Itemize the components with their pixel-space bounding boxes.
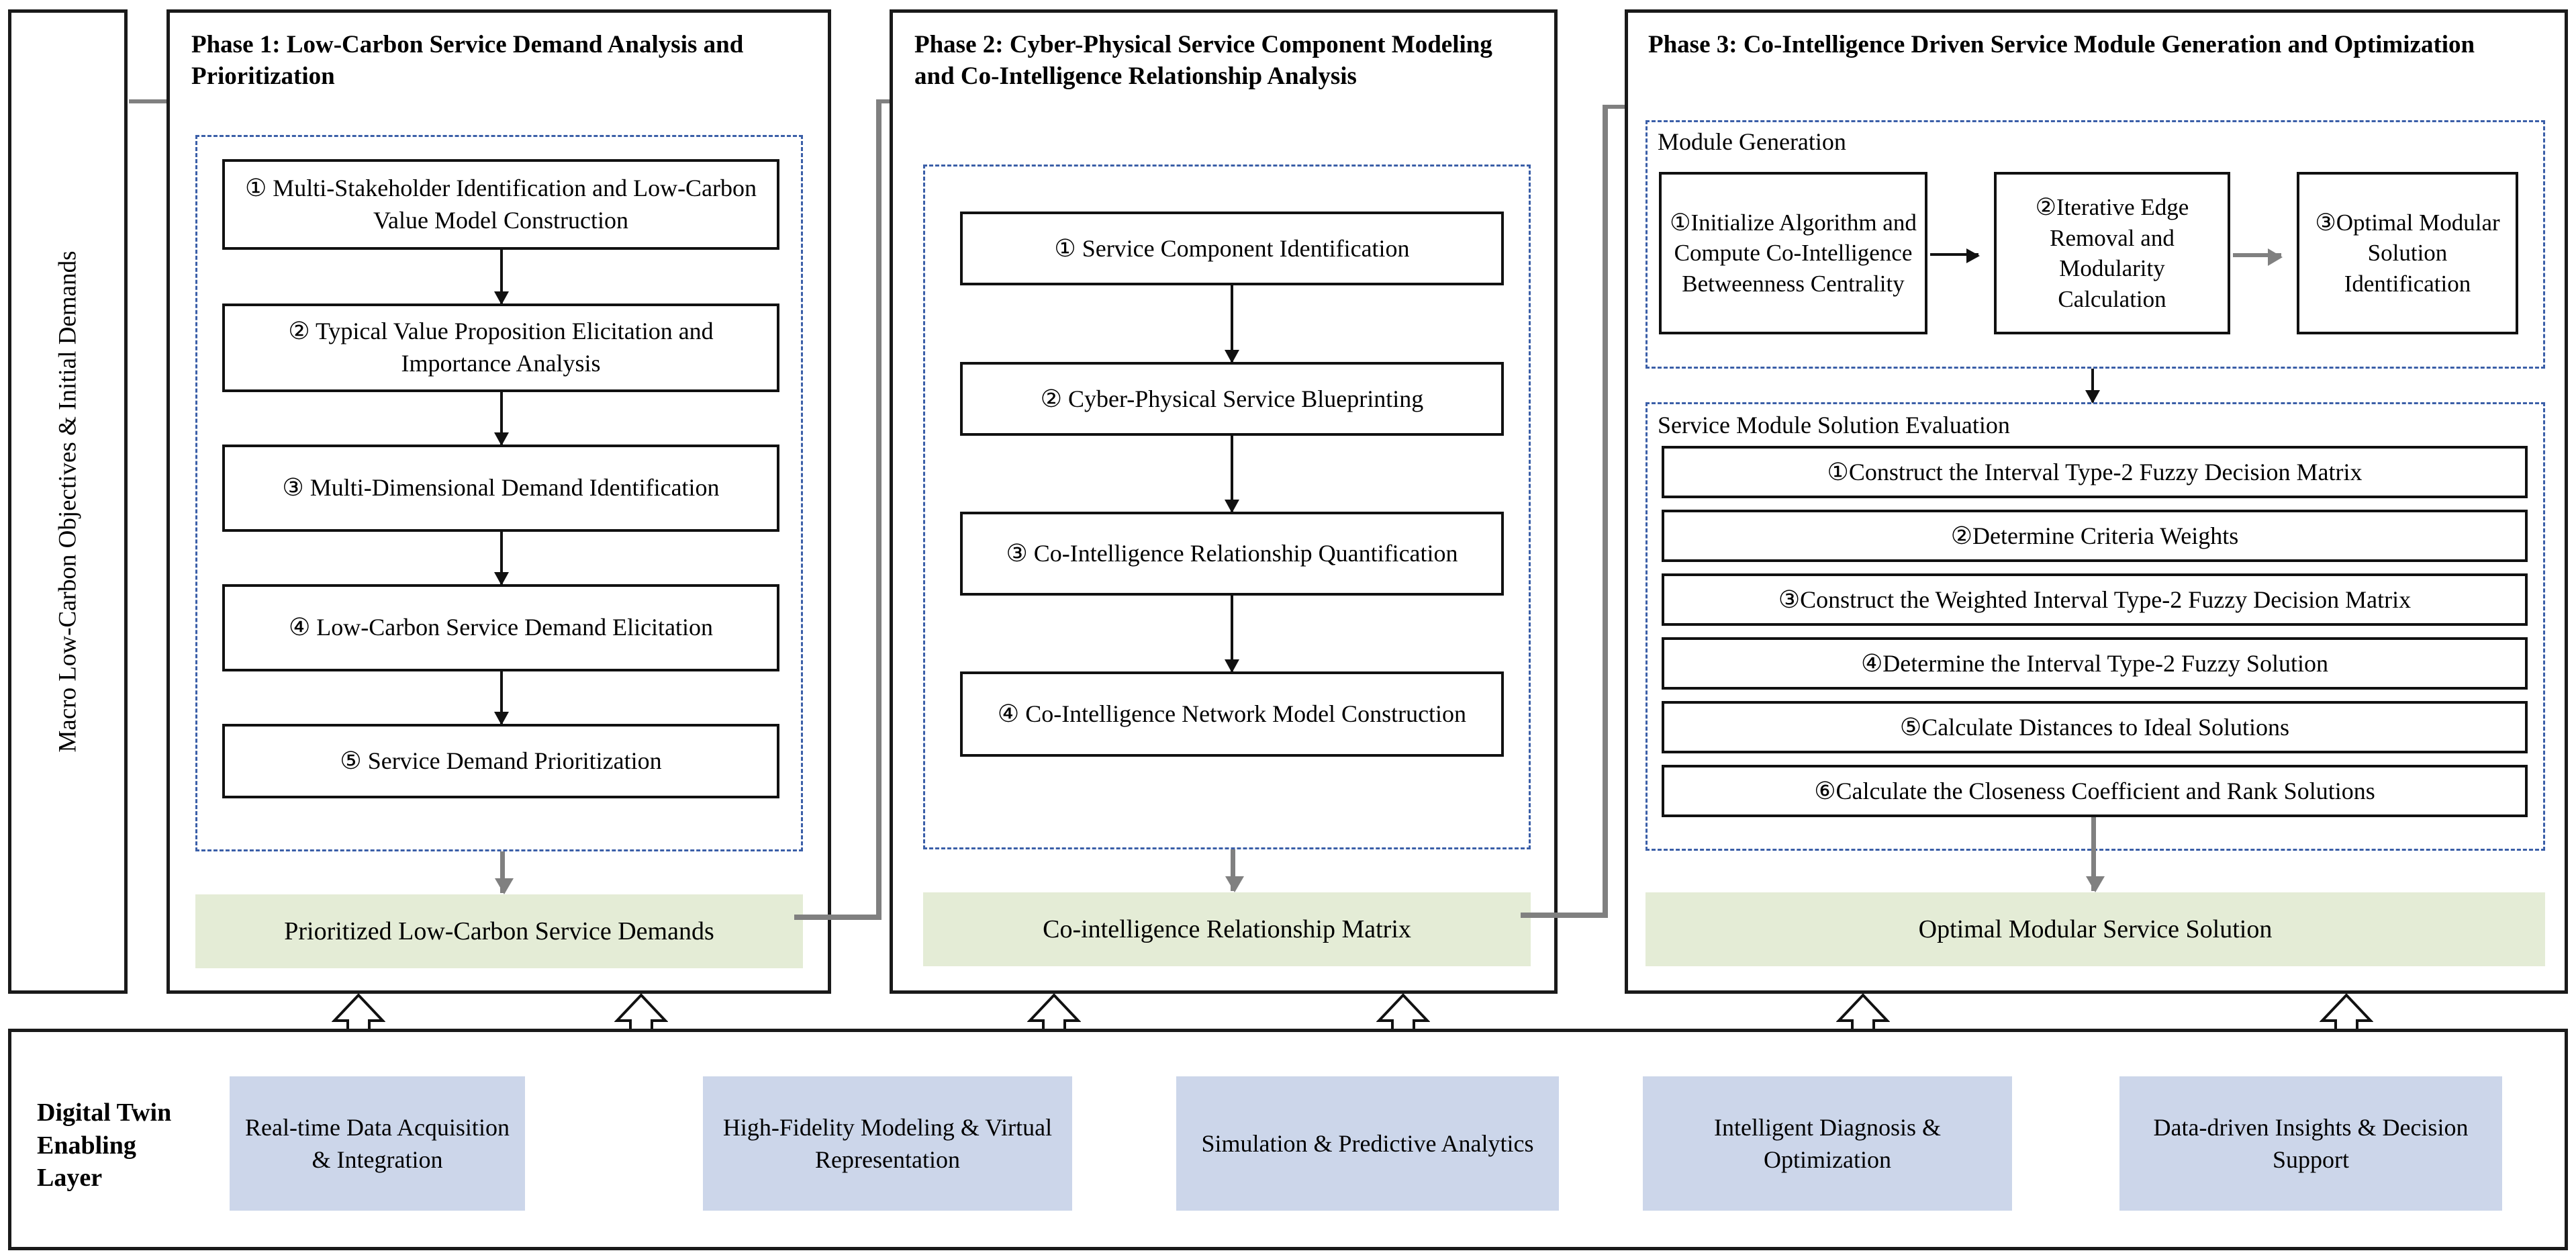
phase1-step-5[interactable]: ⑤ Service Demand Prioritization xyxy=(222,724,779,798)
phase3-arrow-modgen-to-eval xyxy=(2085,369,2100,404)
phase2-panel: Phase 2: Cyber-Physical Service Componen… xyxy=(890,9,1558,994)
dt-feed-arrow-3 xyxy=(1027,994,1081,1031)
digital-twin-layer-title: Digital Twin Enabling Layer xyxy=(37,1099,172,1193)
connector-p2-result-seg-v xyxy=(1603,105,1608,918)
module-generation-arrow-2-3 xyxy=(2233,248,2283,266)
phase1-arrow-to-result xyxy=(495,851,514,894)
dt-card-1[interactable]: Real-time Data Acquisition & Integration xyxy=(230,1076,525,1211)
dt-card-3[interactable]: Simulation & Predictive Analytics xyxy=(1176,1076,1559,1211)
macro-objectives-label: Macro Low-Carbon Objectives & Initial De… xyxy=(54,250,82,753)
phase2-arrow-to-result xyxy=(1225,849,1244,892)
digital-twin-enabling-layer-panel: Digital Twin Enabling Layer Real-time Da… xyxy=(8,1029,2568,1250)
module-generation-arrow-1-2 xyxy=(1930,248,1980,263)
phase3-panel: Phase 3: Co-Intelligence Driven Service … xyxy=(1625,9,2568,994)
macro-objectives-panel: Macro Low-Carbon Objectives & Initial De… xyxy=(8,9,128,994)
phase2-result-bar: Co-intelligence Relationship Matrix xyxy=(923,892,1531,966)
solution-evaluation-step-4[interactable]: ④Determine the Interval Type-2 Fuzzy Sol… xyxy=(1662,637,2528,690)
module-generation-caption: Module Generation xyxy=(1658,128,1846,155)
phase1-arrow-2-3 xyxy=(494,392,509,446)
phase3-title: Phase 3: Co-Intelligence Driven Service … xyxy=(1648,31,2475,58)
solution-evaluation-step-6[interactable]: ⑥Calculate the Closeness Coefficient and… xyxy=(1662,765,2528,817)
solution-evaluation-step-2[interactable]: ②Determine Criteria Weights xyxy=(1662,510,2528,562)
dt-card-2[interactable]: High-Fidelity Modeling & Virtual Represe… xyxy=(703,1076,1072,1211)
phase2-steps-group xyxy=(923,165,1531,849)
phase2-step-4[interactable]: ④ Co-Intelligence Network Model Construc… xyxy=(960,671,1504,757)
solution-evaluation-caption: Service Module Solution Evaluation xyxy=(1658,412,2010,438)
phase1-arrow-1-2 xyxy=(494,250,509,305)
solution-evaluation-step-5[interactable]: ⑤Calculate Distances to Ideal Solutions xyxy=(1662,701,2528,753)
connector-p1-result-seg-v xyxy=(876,99,881,920)
phase1-panel: Phase 1: Low-Carbon Service Demand Analy… xyxy=(166,9,831,994)
phase1-steps-group xyxy=(195,135,803,851)
module-generation-step-1[interactable]: ①Initialize Algorithm and Compute Co-Int… xyxy=(1659,172,1927,334)
phase1-result-bar: Prioritized Low-Carbon Service Demands xyxy=(195,894,803,968)
phase1-arrow-3-4 xyxy=(494,532,509,586)
phase2-step-2[interactable]: ② Cyber-Physical Service Blueprinting xyxy=(960,362,1504,436)
dt-feed-arrow-4 xyxy=(1376,994,1430,1031)
dt-card-4[interactable]: Intelligent Diagnosis & Optimization xyxy=(1643,1076,2012,1211)
phase1-arrow-4-5 xyxy=(494,671,509,725)
dt-feed-arrow-1 xyxy=(332,994,385,1031)
phase2-arrow-3-4 xyxy=(1225,596,1239,673)
phase1-step-3[interactable]: ③ Multi-Dimensional Demand Identificatio… xyxy=(222,445,779,532)
phase3-arrow-to-result xyxy=(2086,817,2105,892)
solution-evaluation-step-3[interactable]: ③Construct the Weighted Interval Type-2 … xyxy=(1662,573,2528,626)
dt-feed-arrow-5 xyxy=(1836,994,1890,1031)
module-generation-step-3[interactable]: ③Optimal Modular Solution Identification xyxy=(2297,172,2518,334)
phase1-step-1[interactable]: ① Multi-Stakeholder Identification and L… xyxy=(222,159,779,250)
module-generation-group xyxy=(1645,120,2545,369)
phase3-result-bar: Optimal Modular Service Solution xyxy=(1645,892,2545,966)
phase2-arrow-2-3 xyxy=(1225,436,1239,513)
phase2-step-3[interactable]: ③ Co-Intelligence Relationship Quantific… xyxy=(960,512,1504,596)
phase2-arrow-1-2 xyxy=(1225,285,1239,363)
phase1-title: Phase 1: Low-Carbon Service Demand Analy… xyxy=(191,31,744,91)
phase1-step-4[interactable]: ④ Low-Carbon Service Demand Elicitation xyxy=(222,584,779,671)
module-generation-step-2[interactable]: ②Iterative Edge Removal and Modularity C… xyxy=(1994,172,2230,334)
dt-card-5[interactable]: Data-driven Insights & Decision Support xyxy=(2119,1076,2502,1211)
dt-feed-arrow-2 xyxy=(614,994,668,1031)
phase2-title: Phase 2: Cyber-Physical Service Componen… xyxy=(914,31,1492,91)
phase1-step-2[interactable]: ② Typical Value Proposition Elicitation … xyxy=(222,304,779,392)
solution-evaluation-step-1[interactable]: ①Construct the Interval Type-2 Fuzzy Dec… xyxy=(1662,446,2528,498)
connector-p1-result-seg-h1 xyxy=(794,915,881,920)
dt-feed-arrow-6 xyxy=(2320,994,2373,1031)
connector-p2-result-seg-h1 xyxy=(1521,913,1608,918)
phase2-step-1[interactable]: ① Service Component Identification xyxy=(960,212,1504,285)
